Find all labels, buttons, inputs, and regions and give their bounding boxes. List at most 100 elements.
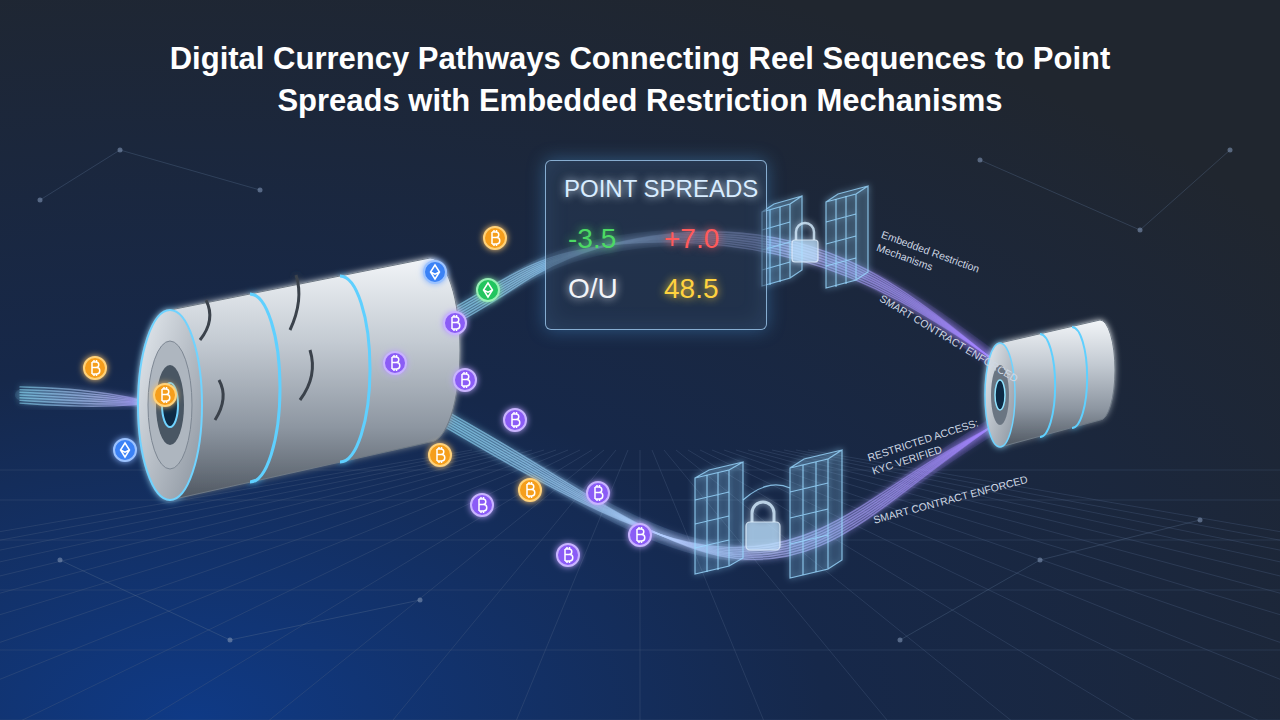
diagram-title: Digital Currency Pathways Connecting Ree… — [140, 38, 1140, 122]
grid-line — [808, 450, 1280, 720]
coin-disc — [519, 479, 541, 501]
odds-value: -3.5 — [568, 223, 616, 255]
grid-line — [0, 450, 496, 720]
crypto-coin — [557, 544, 579, 566]
coin-symbol — [479, 497, 487, 513]
reel-band — [1072, 327, 1087, 428]
restriction-gate — [762, 186, 868, 288]
coin-disc — [429, 444, 451, 466]
gate-arch — [743, 485, 790, 500]
lock-body — [792, 240, 818, 262]
network-node — [258, 188, 263, 193]
grid-line — [664, 450, 920, 720]
crypto-coin — [154, 384, 176, 406]
coin-disc — [484, 227, 506, 249]
coin-symbol — [492, 230, 500, 246]
currency-streams — [20, 232, 1002, 559]
grid-line — [0, 500, 1280, 501]
coin-disc — [84, 357, 106, 379]
grid-line — [0, 450, 544, 720]
network-node — [38, 198, 43, 203]
coin-symbol — [595, 485, 603, 501]
gate-wireframe — [826, 196, 856, 287]
crypto-coin — [84, 357, 106, 379]
coin-symbol — [637, 527, 645, 543]
coin-disc — [454, 369, 476, 391]
coin-symbol — [452, 315, 460, 331]
reel-cylinder — [985, 320, 1115, 447]
coin-disc — [587, 482, 609, 504]
coin-disc — [424, 261, 446, 283]
annotation-label: Embedded Restriction Mechanisms — [875, 228, 995, 294]
grid-line — [0, 450, 568, 720]
network-node — [898, 638, 903, 643]
coin-symbol — [392, 355, 400, 371]
grid-line — [220, 450, 604, 720]
gate-pillar — [695, 462, 743, 574]
coin-symbol — [162, 387, 170, 403]
gate-pillar — [826, 186, 868, 288]
grid-line — [640, 450, 641, 720]
crypto-coin — [114, 439, 136, 461]
grid-line — [0, 450, 580, 720]
coin-symbol — [121, 443, 130, 457]
network-line — [40, 150, 120, 200]
crypto-coin — [484, 227, 506, 249]
grid-line — [796, 450, 1280, 720]
lock-body — [746, 522, 780, 550]
odds-value: O/U — [568, 273, 618, 305]
coin-symbol — [565, 547, 573, 563]
reel-band — [250, 294, 280, 482]
network-line — [120, 150, 260, 190]
lock-shackle — [796, 223, 814, 240]
grid-line — [760, 450, 1280, 720]
network-grid — [0, 148, 1280, 720]
reel-symbol — [290, 275, 312, 400]
gate-pillar — [790, 450, 842, 578]
reel-symbol — [200, 300, 223, 420]
grid-line — [0, 450, 472, 720]
grid-line — [724, 450, 1280, 720]
annotation-label: RESTRICTED ACCESS: KYC VERIFIED — [866, 416, 987, 478]
grid-line — [0, 450, 508, 720]
grid-line — [676, 450, 1060, 720]
coin-symbol — [484, 283, 493, 297]
coin-symbol — [92, 360, 100, 376]
reel-axle — [995, 380, 1005, 410]
coin-disc — [444, 312, 466, 334]
grid-line — [700, 450, 1280, 720]
network-node — [418, 598, 423, 603]
coin-disc — [471, 494, 493, 516]
crypto-coin — [504, 409, 526, 431]
network-node — [228, 638, 233, 643]
grid-line — [0, 450, 520, 720]
network-node — [58, 558, 63, 563]
crypto-coin — [424, 261, 446, 283]
crypto-coin — [384, 352, 406, 374]
network-node — [1198, 518, 1203, 523]
network-line — [1140, 150, 1230, 230]
reel-face — [138, 310, 202, 500]
network-node — [1228, 148, 1233, 153]
crypto-coin — [471, 494, 493, 516]
lock-shackle — [752, 502, 774, 522]
network-line — [230, 600, 420, 640]
grid-line — [784, 450, 1280, 720]
reel-band — [340, 276, 370, 462]
annotation-label: SMART CONTRACT ENFORCED — [872, 473, 1029, 527]
grid-line — [0, 450, 556, 720]
coin-symbol — [462, 372, 470, 388]
coin-symbol — [512, 412, 520, 428]
crypto-coin — [454, 369, 476, 391]
network-node — [1138, 228, 1143, 233]
coin-disc — [557, 544, 579, 566]
grid-line — [0, 590, 1280, 591]
annotation-label: SMART CONTRACT ENFORCED — [877, 292, 1021, 386]
grid-line — [772, 450, 1280, 720]
coin-disc — [477, 279, 499, 301]
crypto-coin — [477, 279, 499, 301]
network-line — [900, 560, 1040, 640]
reel-body — [1000, 320, 1115, 447]
